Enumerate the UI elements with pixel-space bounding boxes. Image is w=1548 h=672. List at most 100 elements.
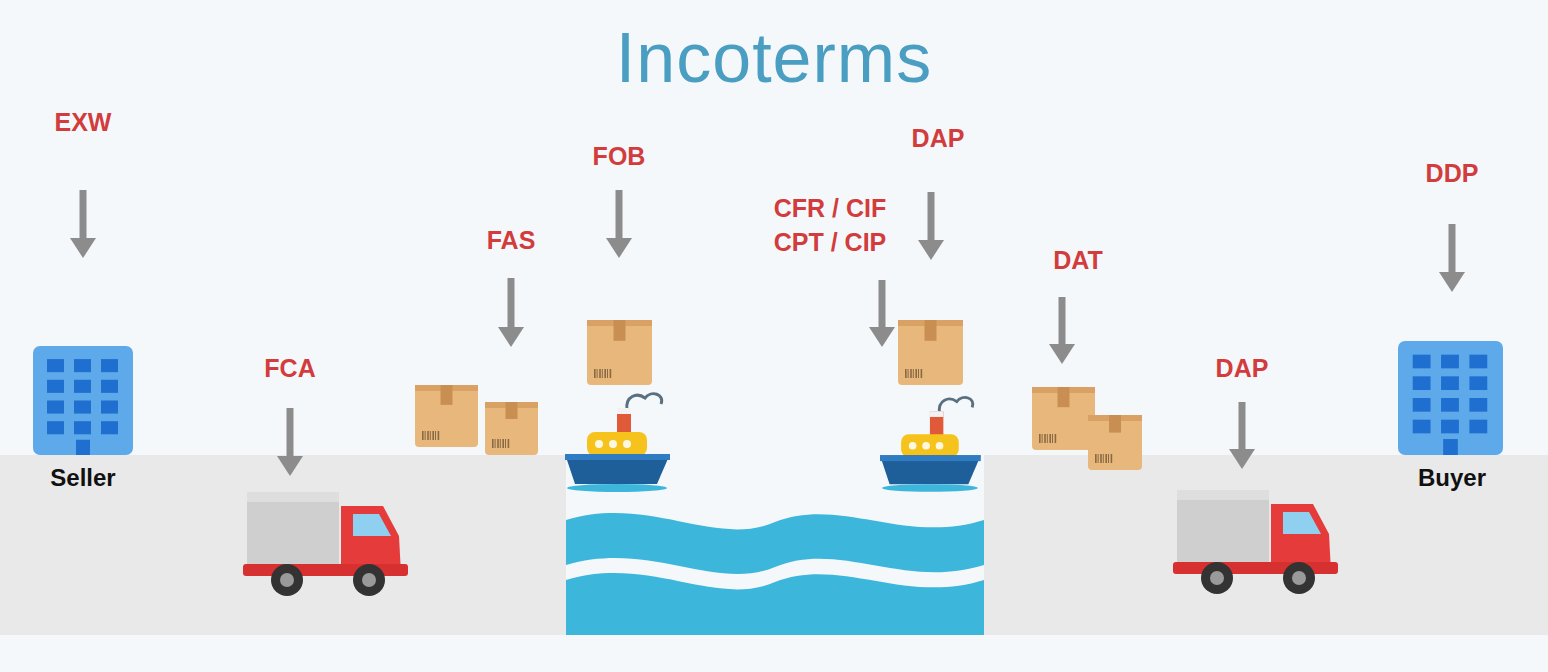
incoterm-label: EXW — [55, 108, 112, 137]
cargo-box — [1042, 434, 1043, 443]
building-node: Buyer — [1388, 341, 1516, 492]
ship — [567, 484, 667, 492]
cargo-box — [1039, 434, 1041, 443]
pointer-arrow — [1059, 297, 1066, 346]
truck — [353, 564, 385, 596]
building-icon — [1398, 341, 1503, 455]
truck — [1173, 490, 1338, 594]
ship — [565, 394, 981, 492]
building-icon — [1388, 341, 1516, 455]
cargo-box — [1109, 415, 1121, 433]
building-icon — [1413, 355, 1431, 369]
ship — [930, 411, 943, 436]
cargo-box — [921, 369, 923, 378]
truck — [353, 514, 391, 536]
cargo-box — [502, 439, 504, 448]
truck — [243, 490, 1338, 596]
building-icon — [1469, 420, 1487, 434]
pointer-arrow — [1229, 449, 1255, 469]
building-icon — [47, 421, 64, 434]
cargo-box — [1100, 454, 1102, 463]
pointer-arrow — [277, 456, 303, 476]
ship — [595, 440, 603, 448]
truck — [1201, 562, 1233, 594]
cargo-box — [599, 369, 601, 378]
pointer-arrow — [616, 190, 623, 240]
ship — [936, 442, 944, 450]
ship — [880, 455, 981, 484]
ship — [565, 454, 670, 484]
building-icon — [20, 346, 146, 455]
building-icon — [1441, 420, 1459, 434]
pointer-arrow — [80, 190, 87, 240]
truck — [280, 573, 294, 587]
incoterm-label: DAT — [1053, 246, 1103, 275]
cargo-box — [1032, 387, 1095, 450]
cargo-box — [1055, 434, 1057, 443]
cargo-box — [492, 439, 494, 448]
ship — [922, 442, 930, 450]
pointer-arrow — [879, 280, 886, 329]
party-name: Seller — [20, 464, 146, 492]
cargo-box — [485, 402, 538, 455]
cargo-box — [441, 385, 453, 405]
building-icon — [47, 380, 64, 393]
cargo-box — [1052, 434, 1053, 443]
cargo-box — [1108, 454, 1109, 463]
building-icon — [1441, 398, 1459, 412]
building-icon — [1413, 376, 1431, 390]
cargo-box — [610, 369, 612, 378]
cargo-box — [438, 431, 440, 440]
party-name: Buyer — [1388, 464, 1516, 492]
cargo-box — [1044, 434, 1046, 443]
water — [566, 573, 984, 635]
truck — [1271, 504, 1331, 572]
ship — [930, 411, 943, 417]
building-icon — [101, 359, 118, 372]
truck — [1292, 571, 1306, 585]
ship — [880, 455, 981, 461]
truck — [1283, 512, 1321, 534]
cargo-box — [910, 369, 912, 378]
cargo-box — [1088, 415, 1142, 470]
cargo-box — [1049, 434, 1051, 443]
ground-band — [984, 455, 1548, 635]
building-icon — [1413, 420, 1431, 434]
water — [566, 513, 984, 574]
building-icon — [76, 440, 90, 455]
truck — [362, 573, 376, 587]
ship — [939, 398, 973, 414]
cargo-box — [422, 431, 424, 440]
pointer-arrow — [70, 190, 1465, 476]
incoterm-label: FAS — [487, 226, 536, 255]
building-icon — [33, 346, 133, 455]
pointer-arrow — [1439, 272, 1465, 292]
ship — [565, 454, 670, 460]
cargo-box — [913, 369, 914, 378]
ship — [882, 484, 978, 492]
building-icon — [1413, 398, 1431, 412]
building-icon — [1469, 376, 1487, 390]
cargo-box — [607, 369, 608, 378]
cargo-box — [1105, 454, 1107, 463]
ship — [627, 394, 662, 410]
ship — [909, 442, 917, 450]
incoterm-label: FOB — [593, 142, 646, 171]
cargo-box — [1058, 387, 1070, 407]
cargo-box — [506, 402, 518, 419]
building-node: Seller — [20, 346, 146, 492]
building-icon — [1469, 355, 1487, 369]
building-icon — [74, 401, 91, 414]
cargo-box — [425, 431, 426, 440]
cargo-box — [898, 320, 963, 385]
cargo-box — [597, 369, 598, 378]
ship — [609, 440, 617, 448]
ground-band — [0, 455, 566, 635]
cargo-box — [602, 369, 603, 378]
truck — [1177, 490, 1269, 500]
cargo-box — [1098, 454, 1099, 463]
building-icon — [74, 380, 91, 393]
cargo-box — [427, 431, 429, 440]
truck — [243, 492, 408, 596]
